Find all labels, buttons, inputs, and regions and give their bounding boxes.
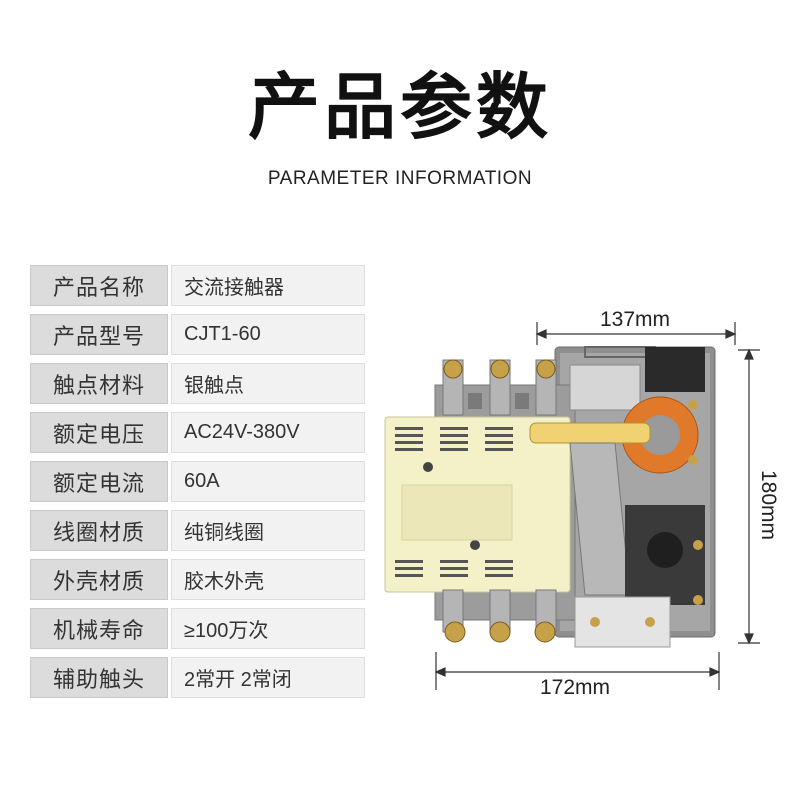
param-label: 线圈材质 bbox=[30, 510, 168, 551]
param-value: 2常开 2常闭 bbox=[171, 657, 365, 698]
param-value: ≥100万次 bbox=[171, 608, 365, 649]
param-value: 胶木外壳 bbox=[171, 559, 365, 600]
param-value: 纯铜线圈 bbox=[171, 510, 365, 551]
param-label: 产品型号 bbox=[30, 314, 168, 355]
param-row: 产品名称 交流接触器 bbox=[30, 265, 365, 306]
param-value: 银触点 bbox=[171, 363, 365, 404]
param-value: 60A bbox=[171, 461, 365, 502]
dimension-width-bottom: 172mm bbox=[539, 676, 611, 699]
dimension-height: 180mm bbox=[757, 469, 780, 541]
param-row: 线圈材质 纯铜线圈 bbox=[30, 510, 365, 551]
dimension-width-top: 137mm bbox=[599, 308, 671, 331]
param-row: 产品型号 CJT1-60 bbox=[30, 314, 365, 355]
page-subtitle: PARAMETER INFORMATION bbox=[267, 168, 533, 189]
param-row: 额定电流 60A bbox=[30, 461, 365, 502]
param-value: 交流接触器 bbox=[171, 265, 365, 306]
param-row: 额定电压 AC24V-380V bbox=[30, 412, 365, 453]
param-label: 外壳材质 bbox=[30, 559, 168, 600]
param-label: 辅助触头 bbox=[30, 657, 168, 698]
param-value: CJT1-60 bbox=[171, 314, 365, 355]
param-label: 产品名称 bbox=[30, 265, 168, 306]
param-row: 辅助触头 2常开 2常闭 bbox=[30, 657, 365, 698]
param-row: 机械寿命 ≥100万次 bbox=[30, 608, 365, 649]
contactor-product-image bbox=[384, 346, 716, 648]
param-label: 额定电压 bbox=[30, 412, 168, 453]
param-value: AC24V-380V bbox=[171, 412, 365, 453]
param-row: 触点材料 银触点 bbox=[30, 363, 365, 404]
param-label: 触点材料 bbox=[30, 363, 168, 404]
param-label: 机械寿命 bbox=[30, 608, 168, 649]
param-row: 外壳材质 胶木外壳 bbox=[30, 559, 365, 600]
page-title: 产品参数 bbox=[247, 65, 552, 149]
param-label: 额定电流 bbox=[30, 461, 168, 502]
